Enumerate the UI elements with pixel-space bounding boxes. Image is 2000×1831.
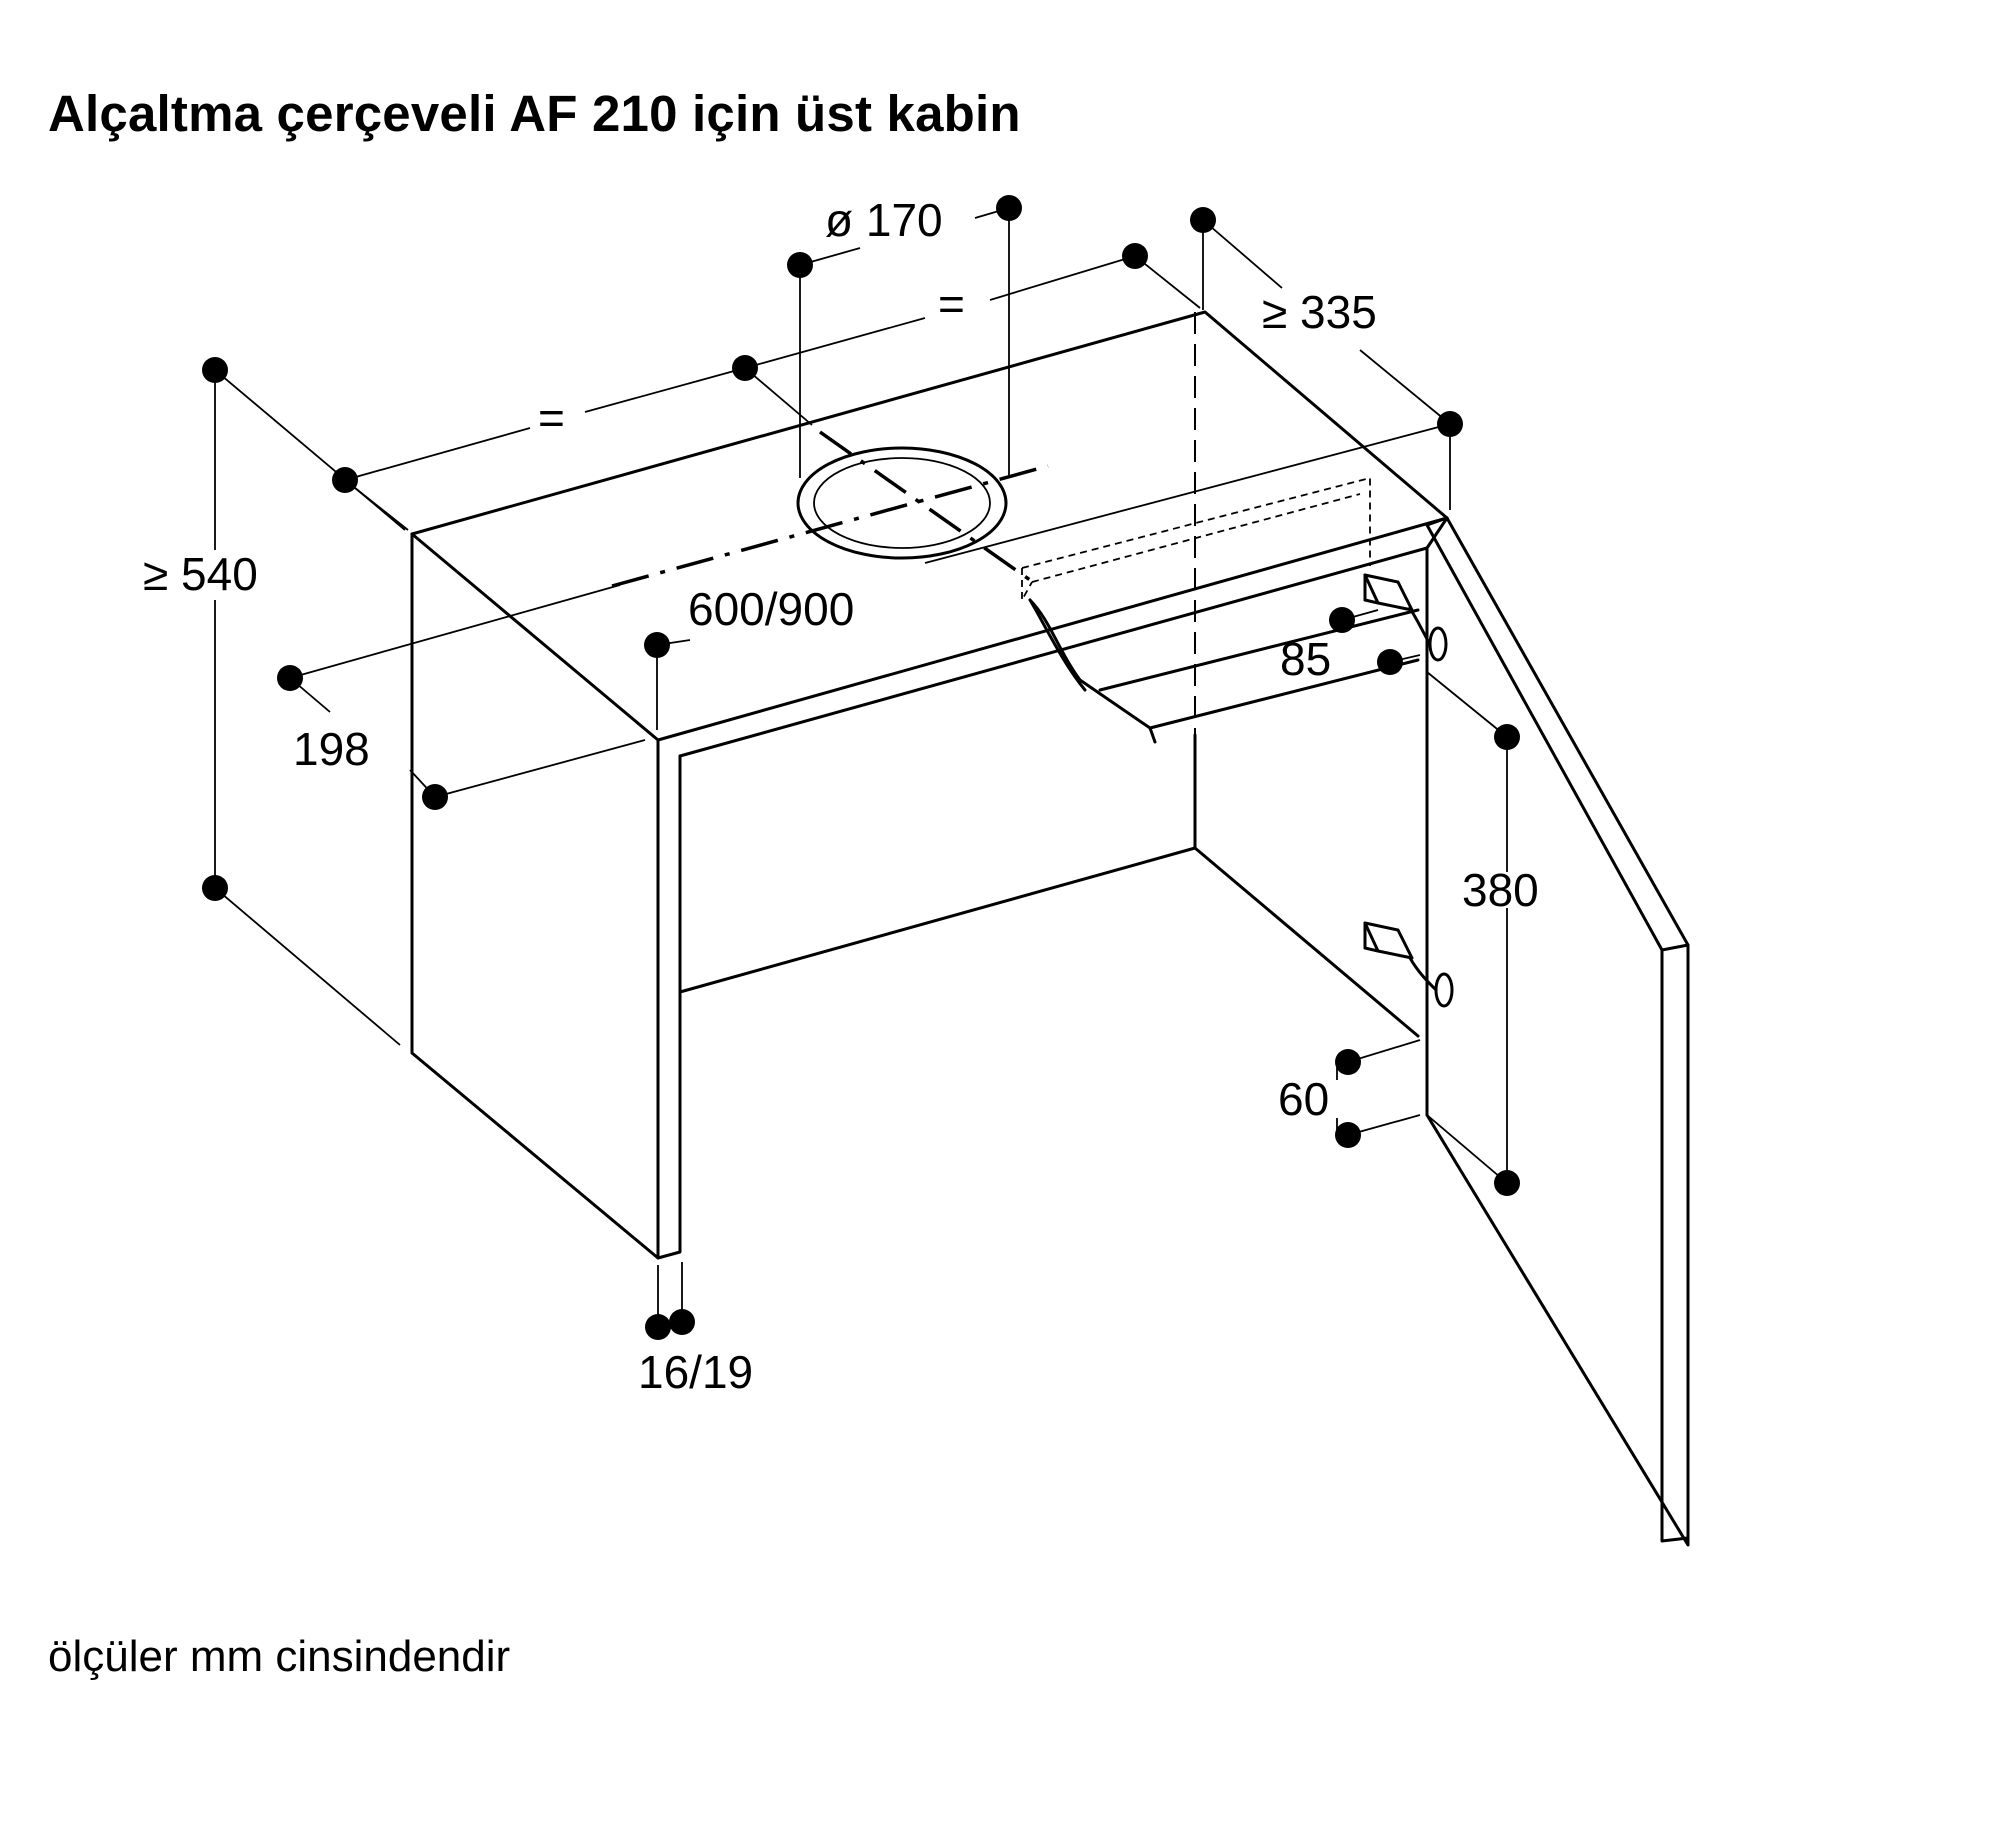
label-door-380: 380 xyxy=(1462,864,1539,916)
lower-hinge xyxy=(1363,921,1454,1008)
label-equal-right: = xyxy=(938,278,965,330)
dimension-lines xyxy=(214,207,1508,1325)
units-footnote: ölçüler mm cinsindendir xyxy=(48,1632,511,1681)
label-door-60: 60 xyxy=(1278,1073,1329,1125)
label-offset-198: 198 xyxy=(293,723,370,775)
cabinet-door xyxy=(1425,516,1690,1547)
label-height-min: ≥ 540 xyxy=(143,548,258,600)
label-duct-diameter: ø 170 xyxy=(825,194,943,246)
label-width: 600/900 xyxy=(688,583,854,635)
label-equal-left: = xyxy=(538,392,565,444)
label-offset-85: 85 xyxy=(1280,633,1331,685)
page-title: Alçaltma çerçeveli AF 210 için üst kabin xyxy=(48,85,1021,142)
dimension-labels: ø 170 = = ≥ 335 ≥ 540 600/900 198 85 380… xyxy=(143,194,1539,1398)
duct-opening xyxy=(796,446,1008,560)
hood-outline xyxy=(1021,312,1420,744)
label-panel-thickness: 16/19 xyxy=(638,1346,753,1398)
upper-hinge xyxy=(1363,573,1448,662)
cabinet-outline xyxy=(410,310,1449,1260)
label-depth-min: ≥ 335 xyxy=(1262,286,1377,338)
dimension-dots xyxy=(202,195,1520,1340)
